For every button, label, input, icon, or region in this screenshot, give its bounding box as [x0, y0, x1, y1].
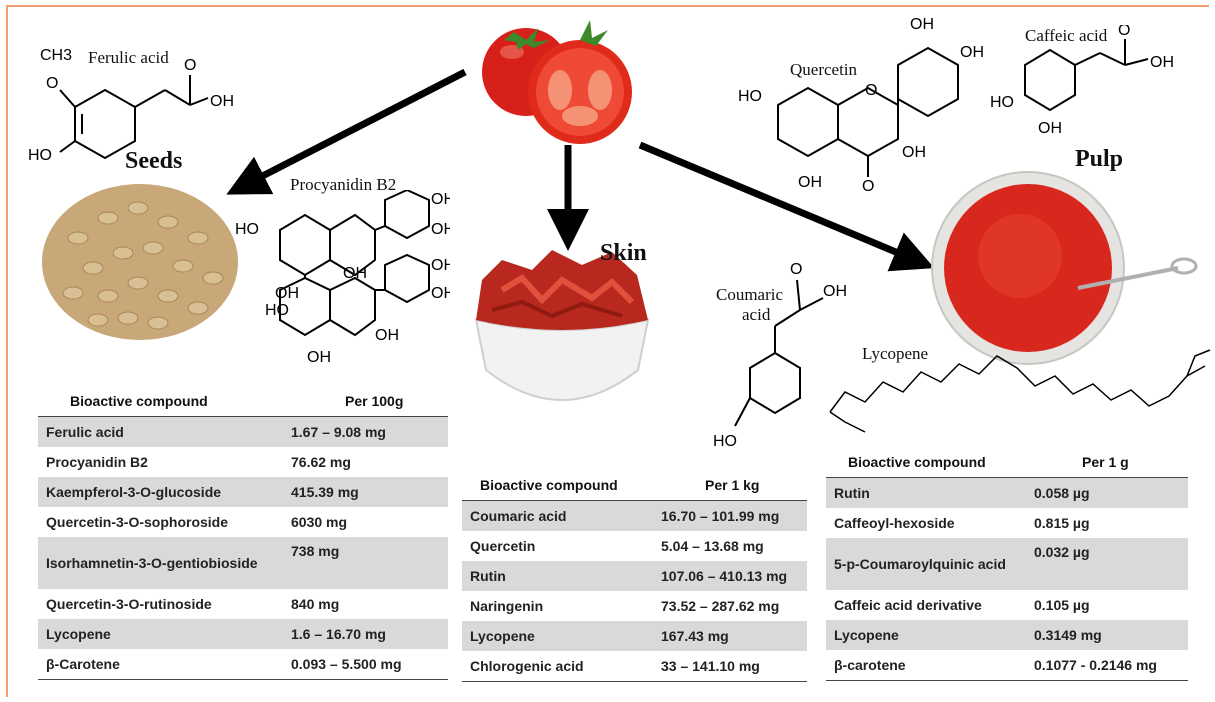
section-title-skin: Skin: [600, 240, 647, 266]
atom-oh: OH: [910, 16, 934, 33]
seeds-table-header: Bioactive compound Per 100g: [38, 386, 448, 417]
atom-oh: OH: [1150, 54, 1174, 71]
atom-oh: OH: [431, 221, 450, 238]
molecule-label-ferulic: Ferulic acid: [88, 48, 169, 67]
quercetin-structure: HO O OH OH OH OH O: [738, 16, 984, 195]
atom-o-ring: O: [865, 82, 877, 99]
molecule-label-procyanidin: Procyanidin B2: [290, 175, 397, 194]
atom-ho: HO: [265, 302, 289, 319]
seeds-col-compound: Bioactive compound: [38, 386, 283, 417]
arrow-to-pulp: [638, 141, 935, 272]
procyanidin-b2-structure: HO OH OH OH OH HO OH OH OH OH: [235, 190, 450, 366]
pulp-col-compound: Bioactive compound: [826, 447, 1026, 478]
section-title-seeds: Seeds: [125, 148, 183, 174]
skin-col-amount: Per 1 kg: [653, 470, 807, 501]
atom-oh: OH: [210, 93, 234, 110]
skin-table: Bioactive compound Per 1 kg Coumaric aci…: [462, 470, 807, 682]
atom-o: O: [1118, 25, 1130, 39]
pulp-table-header: Bioactive compound Per 1 g: [826, 447, 1188, 478]
arrow-to-seeds: [226, 68, 467, 195]
molecule-label-quercetin: Quercetin: [790, 60, 858, 79]
section-title-pulp: Pulp: [1075, 146, 1124, 172]
seeds-table: Bioactive compound Per 100g Ferulic acid…: [38, 386, 448, 680]
pulp-bowl-image: [931, 171, 1198, 365]
lycopene-structure: [829, 349, 1211, 433]
atom-o: O: [46, 75, 58, 92]
atom-ho: HO: [738, 88, 762, 105]
tomato-image: [482, 20, 632, 144]
atom-ho: HO: [990, 94, 1014, 111]
atom-oh: OH: [431, 285, 450, 302]
coumaric-acid-structure: O OH HO: [713, 261, 847, 450]
atom-oh: OH: [275, 285, 299, 302]
skin-table-header: Bioactive compound Per 1 kg: [462, 470, 807, 501]
atom-o: O: [790, 261, 802, 278]
atom-ho: HO: [28, 147, 52, 164]
seeds-col-amount: Per 100g: [283, 386, 448, 417]
atom-oh: OH: [307, 349, 331, 366]
caffeic-acid-structure: O OH HO OH: [990, 25, 1174, 137]
atom-ho: HO: [713, 433, 737, 450]
skin-bowl-image: [474, 250, 650, 401]
atom-oh: OH: [431, 191, 450, 208]
atom-oh: OH: [902, 144, 926, 161]
atom-ch3: CH3: [40, 47, 72, 64]
pulp-col-amount: Per 1 g: [1026, 447, 1188, 478]
atom-o-carbonyl: O: [184, 57, 196, 74]
seeds-image: [42, 184, 238, 340]
molecule-label-caffeic: Caffeic acid: [1025, 26, 1108, 45]
atom-oh: OH: [823, 283, 847, 300]
figure-frame: [6, 5, 1209, 697]
ferulic-acid-structure: CH3 O O OH HO: [28, 47, 234, 164]
molecule-label-coumaric-1: Coumaric: [716, 285, 784, 304]
skin-col-compound: Bioactive compound: [462, 470, 653, 501]
atom-oh: OH: [431, 257, 450, 274]
atom-oh: OH: [1038, 120, 1062, 137]
atom-oh: OH: [798, 174, 822, 191]
molecule-label-lycopene: Lycopene: [862, 344, 929, 363]
atom-o-carbonyl: O: [862, 178, 874, 195]
atom-oh: OH: [375, 327, 399, 344]
atom-oh: OH: [960, 44, 984, 61]
atom-oh: OH: [343, 265, 367, 282]
atom-ho: HO: [235, 221, 259, 238]
molecule-label-coumaric-2: acid: [742, 305, 771, 324]
